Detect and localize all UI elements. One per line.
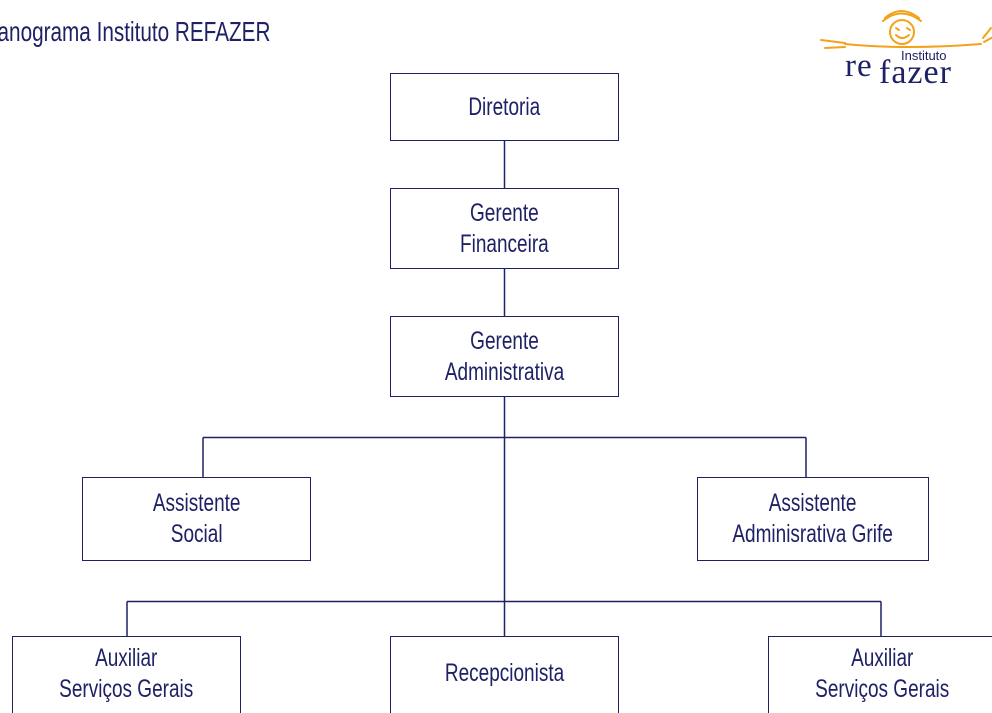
node-auxiliar-2-label: Auxiliar Serviços Gerais (815, 644, 950, 703)
node-auxiliar-servicos-gerais-2: Auxiliar Serviços Gerais (768, 636, 992, 713)
node-recepcionista: Recepcionista (390, 636, 619, 713)
logo-sun-icon (820, 10, 992, 49)
logo-tagline: Instituto (901, 48, 947, 63)
node-assistente-social: Assistente Social (82, 477, 311, 561)
node-assistente-grife: Assistente Adminisrativa Grife (697, 477, 929, 561)
node-auxiliar-servicos-gerais-1: Auxiliar Serviços Gerais (12, 636, 241, 713)
node-diretoria-label: Diretoria (468, 92, 541, 121)
logo-fazer-text: fazer (879, 54, 952, 91)
logo-re-text: re (845, 48, 873, 84)
refazer-logo: re Instituto fazer (815, 6, 992, 96)
node-auxiliar-1-label: Auxiliar Serviços Gerais (59, 644, 194, 703)
node-assistente-grife-label: Assistente Adminisrativa Grife (732, 489, 894, 548)
node-gerente-administrativa-label: Gerente Administrativa (444, 326, 565, 386)
page-title: ganograma Instituto REFAZER (0, 16, 271, 47)
node-recepcionista-label: Recepcionista (444, 658, 565, 687)
node-diretoria: Diretoria (390, 73, 619, 141)
node-gerente-financeira-label: Gerente Financeira (460, 198, 549, 258)
node-gerente-financeira: Gerente Financeira (390, 188, 619, 269)
node-assistente-social-label: Assistente Social (152, 489, 241, 548)
node-gerente-administrativa: Gerente Administrativa (390, 316, 619, 397)
